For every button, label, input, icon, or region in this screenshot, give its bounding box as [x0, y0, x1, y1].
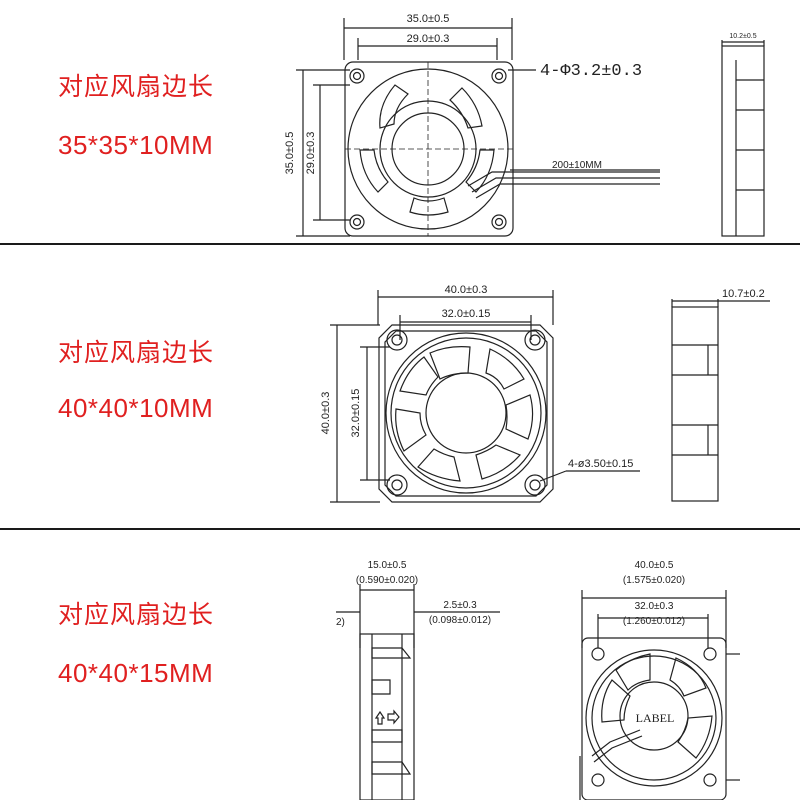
dim-flange: 2.5±0.3	[443, 600, 477, 611]
section-divider	[0, 243, 800, 245]
section-40x10-fan: 对应风扇边长 40*40*10MM	[0, 245, 800, 528]
dim-depth: 15.0±0.5	[368, 560, 407, 571]
dim-hole-width-inches: (1.260±0.012)	[623, 616, 685, 627]
section-40x15-fan: 对应风扇边长 40*40*15MM	[0, 530, 800, 800]
section-caption: 对应风扇边长	[58, 73, 215, 101]
dim-cable-length: 200±10MM	[552, 160, 602, 171]
dim-hole-height: 29.0±0.3	[305, 132, 317, 175]
section-caption: 对应风扇边长	[58, 339, 215, 367]
fan-size-label: 40*40*10MM	[58, 393, 214, 423]
fan-40x10-drawing: 40.0±0.3 32.0±0.15 40.0±0.3 32.0±0.15 4-…	[320, 284, 770, 503]
fan-size-label: 35*35*10MM	[58, 130, 214, 160]
dim-hole-width: 32.0±0.3	[635, 601, 674, 612]
dim-outer-width: 40.0±0.5	[635, 560, 674, 571]
fan-35-drawing: 35.0±0.5 29.0±0.3 35.0±0.5 29.0±0.3 4-Φ3…	[284, 13, 765, 237]
dim-mounting-holes: 4-ø3.50±0.15	[568, 458, 633, 470]
fan-label-text: LABEL	[636, 711, 675, 725]
section-35-fan: 对应风扇边长 35*35*10MM	[0, 0, 800, 243]
dim-outer-width: 40.0±0.3	[445, 284, 488, 296]
fan-40x15-drawing: 15.0±0.5 (0.590±0.020) 2.5±0.3 (0.098±0.…	[336, 560, 740, 800]
fan-size-label: 40*40*15MM	[58, 658, 214, 688]
dim-hole-width: 32.0±0.15	[442, 308, 491, 320]
dim-outer-width-inches: (1.575±0.020)	[623, 575, 685, 586]
dim-side-mark: 2)	[336, 617, 345, 628]
dim-outer-width: 35.0±0.5	[407, 13, 450, 25]
dim-hole-width: 29.0±0.3	[407, 33, 450, 45]
dim-depth: 10.2±0.5	[729, 33, 756, 40]
dim-flange-inches: (0.098±0.012)	[429, 615, 491, 626]
dim-depth-inches: (0.590±0.020)	[356, 575, 418, 586]
dim-outer-height: 35.0±0.5	[284, 132, 296, 175]
dim-hole-height: 32.0±0.15	[350, 389, 362, 438]
dim-mounting-holes: 4-Φ3.2±0.3	[540, 62, 642, 81]
dim-outer-height: 40.0±0.3	[320, 392, 332, 435]
section-divider	[0, 528, 800, 530]
dim-depth: 10.7±0.2	[722, 288, 765, 300]
section-caption: 对应风扇边长	[58, 601, 215, 629]
